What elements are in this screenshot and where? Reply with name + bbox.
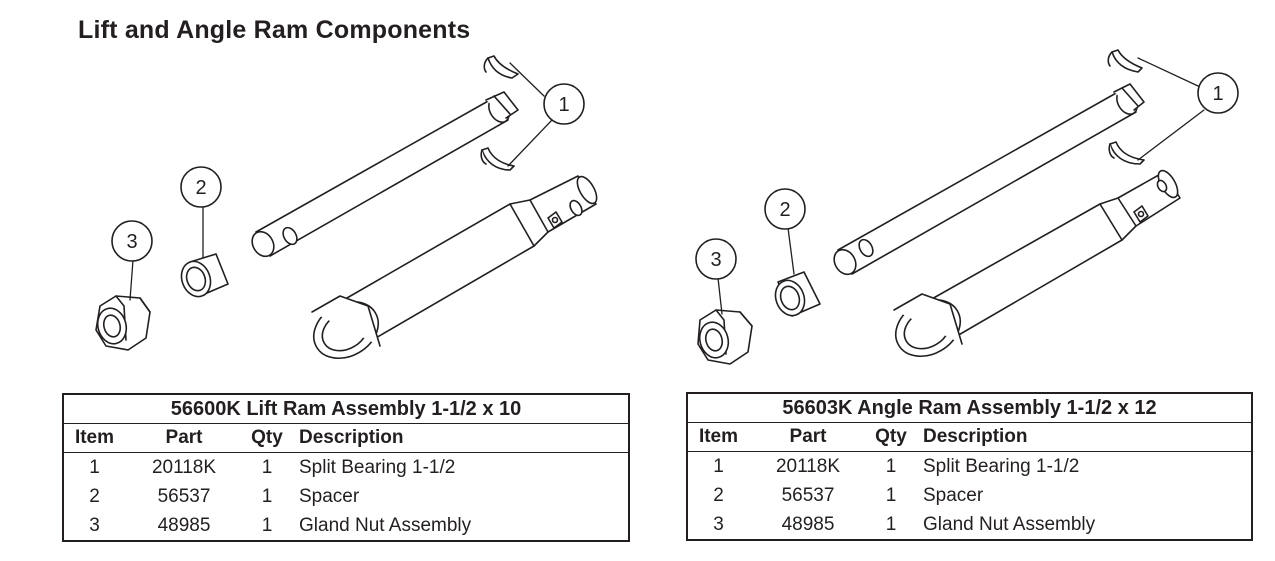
col-item: Item — [63, 423, 125, 453]
callout-3-left: 3 — [111, 220, 153, 262]
split-bearing-top — [1107, 49, 1143, 73]
cell-qty: 1 — [885, 456, 897, 477]
cell-item: 3 — [89, 515, 100, 536]
ram-barrel — [311, 175, 598, 360]
spacer — [774, 271, 821, 317]
lift-ram-parts-table: 56600K Lift Ram Assembly 1-1/2 x 10 Item… — [62, 393, 630, 542]
cell-item: 3 — [713, 514, 724, 535]
svg-text:3: 3 — [126, 231, 137, 253]
table-row: 2 56537 1 Spacer — [687, 481, 1252, 510]
table-row: 1 20118K 1 Split Bearing 1-1/2 — [63, 453, 629, 483]
callout-2-right: 2 — [764, 188, 806, 230]
svg-text:2: 2 — [195, 177, 206, 199]
cell-item: 2 — [89, 486, 100, 507]
ram-rod — [251, 91, 519, 258]
cell-item: 1 — [713, 456, 724, 477]
cell-qty: 1 — [261, 457, 273, 478]
cell-qty: 1 — [261, 515, 273, 536]
cell-part: 56537 — [157, 486, 211, 507]
col-qty: Qty — [867, 422, 915, 452]
cell-description: Split Bearing 1-1/2 — [923, 456, 1080, 477]
callout-2-left: 2 — [180, 166, 222, 208]
cell-description: Spacer — [299, 486, 360, 507]
table-row: 1 20118K 1 Split Bearing 1-1/2 — [687, 452, 1252, 482]
cell-item: 1 — [89, 457, 100, 478]
callout-1-right: 1 — [1197, 72, 1239, 114]
callout-3-right: 3 — [695, 238, 737, 280]
cell-qty: 1 — [885, 514, 897, 535]
col-description: Description — [915, 422, 1252, 452]
svg-text:3: 3 — [710, 249, 721, 271]
cell-part: 20118K — [775, 456, 841, 477]
col-qty: Qty — [243, 423, 291, 453]
col-description: Description — [291, 423, 629, 453]
split-bearing-top — [483, 55, 519, 79]
col-part: Part — [749, 422, 867, 452]
ram-barrel — [893, 169, 1181, 358]
spacer — [180, 253, 229, 298]
page-title: Lift and Angle Ram Components — [78, 16, 471, 44]
cell-qty: 1 — [261, 486, 273, 507]
cell-description: Gland Nut Assembly — [923, 514, 1096, 535]
svg-text:1: 1 — [1212, 83, 1223, 105]
col-item: Item — [687, 422, 749, 452]
cell-description: Spacer — [923, 485, 984, 506]
table-header: 56600K Lift Ram Assembly 1-1/2 x 10 — [63, 394, 629, 424]
table-row: 3 48985 1 Gland Nut Assembly — [687, 510, 1252, 540]
callout-1-left: 1 — [543, 83, 585, 125]
cell-part: 48985 — [157, 515, 211, 536]
lift-ram-diagram: 1 2 3 — [95, 55, 598, 360]
svg-text:2: 2 — [779, 199, 790, 221]
gland-nut — [697, 309, 753, 365]
cell-description: Split Bearing 1-1/2 — [299, 457, 456, 478]
cell-part: 48985 — [781, 514, 835, 535]
cell-part: 20118K — [151, 457, 217, 478]
table-header: 56603K Angle Ram Assembly 1-1/2 x 12 — [687, 393, 1252, 423]
table-row: 2 56537 1 Spacer — [63, 482, 629, 511]
table-row: 3 48985 1 Gland Nut Assembly — [63, 511, 629, 541]
split-bearing-bottom — [1108, 141, 1145, 165]
ram-rod — [833, 83, 1145, 276]
cell-part: 56537 — [781, 485, 835, 506]
col-part: Part — [125, 423, 243, 453]
gland-nut — [95, 295, 151, 351]
exploded-view-diagram: 1 2 3 — [95, 49, 1239, 365]
cell-qty: 1 — [885, 485, 897, 506]
svg-text:1: 1 — [558, 94, 569, 116]
angle-ram-diagram: 1 2 3 — [695, 49, 1239, 365]
angle-ram-parts-table: 56603K Angle Ram Assembly 1-1/2 x 12 Ite… — [686, 392, 1253, 541]
cell-item: 2 — [713, 485, 724, 506]
cell-description: Gland Nut Assembly — [299, 515, 472, 536]
split-bearing-bottom — [480, 147, 515, 171]
